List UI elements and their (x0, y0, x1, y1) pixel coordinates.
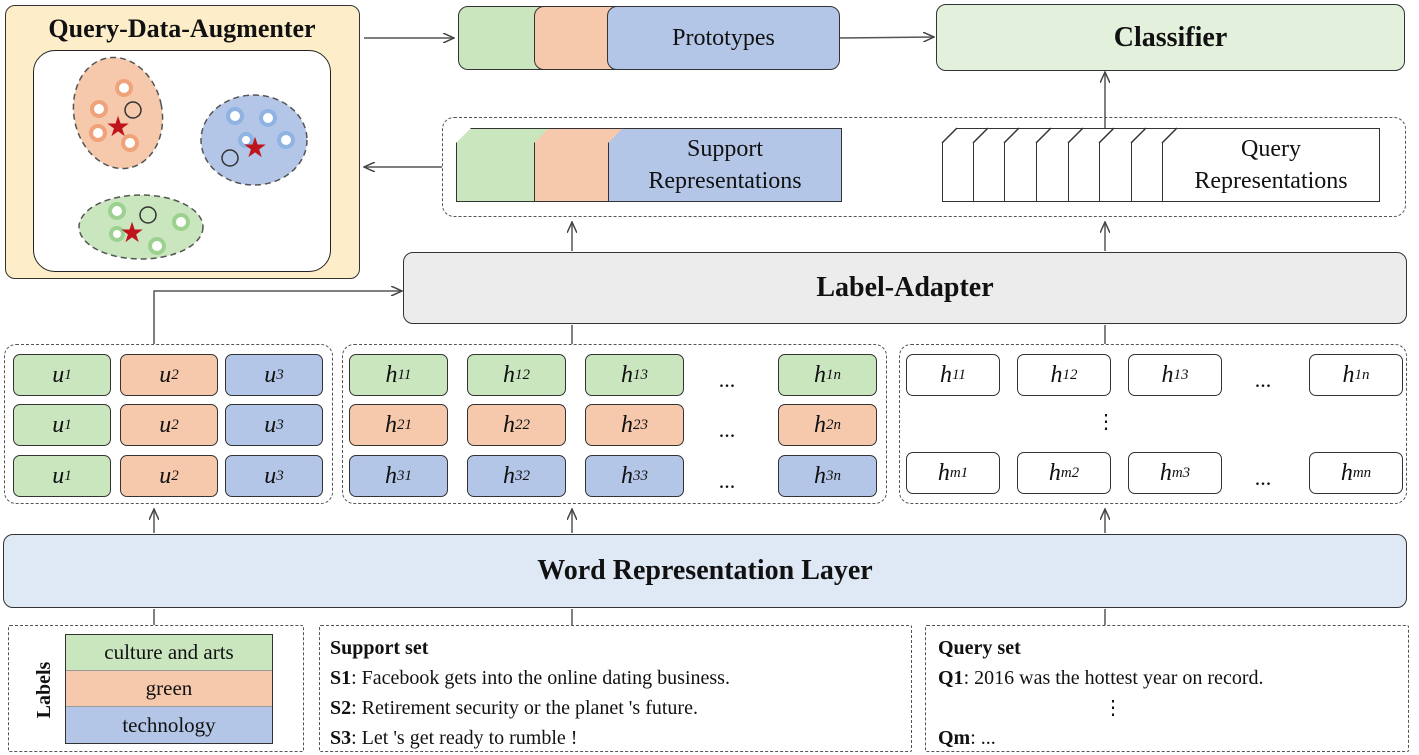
support-repr-line2: Representations (648, 168, 802, 194)
orange-point (89, 124, 107, 142)
query-vdots: ⋮ (1103, 697, 1123, 719)
query-repr-line1: Query (1241, 136, 1301, 162)
query-set-content: Query set Q1: 2016 was the hottest year … (938, 633, 1403, 753)
support-repr-line1: Support (686, 136, 763, 162)
label-embedding-container (4, 344, 333, 504)
label-item-technology: technology (66, 707, 272, 743)
blue-point (277, 131, 295, 149)
query-sentence: Q1: 2016 was the hottest year on record. (938, 667, 1264, 689)
labels-panel (8, 625, 304, 752)
orange-prototype-star: ★ (105, 112, 130, 143)
green-point (172, 213, 190, 231)
arrow-prototypes-to-classifier (839, 37, 934, 38)
h-support-ellipsis: ... (718, 367, 736, 392)
prototype-blue: Prototypes (607, 6, 840, 70)
green-prototype-star: ★ (119, 218, 144, 249)
orange-point (121, 134, 139, 152)
query-repr-line2: Representations (1194, 168, 1348, 194)
green-point (108, 202, 126, 220)
h-support-ellipsis: ... (718, 468, 736, 493)
query-set-title: Query set (938, 637, 1021, 659)
blue-point (226, 107, 244, 125)
label-item-culture: culture and arts (66, 635, 272, 671)
h-query-vdots: ⋮ (1096, 410, 1116, 433)
label-adapter-box: Label-Adapter (403, 252, 1407, 324)
support-set-title: Support set (330, 637, 429, 659)
augmenter-title: Query-Data-Augmenter (48, 14, 316, 43)
word-layer-label: Word Representation Layer (537, 555, 873, 586)
label-item-green: green (66, 671, 272, 707)
arrow-u-to-adapter (153, 291, 402, 344)
orange-point (115, 79, 133, 97)
green-query-point (139, 206, 157, 224)
classifier-label: Classifier (1113, 21, 1228, 53)
support-sentence: S3: Let 's get ready to rumble ! (330, 727, 578, 749)
blue-point (238, 132, 254, 148)
support-sentence: S1: Facebook gets into the online dating… (330, 667, 730, 689)
support-set-content: Support set S1: Facebook gets into the o… (330, 633, 905, 753)
word-representation-layer: Word Representation Layer (3, 534, 1407, 608)
query-set-panel (925, 625, 1409, 752)
query-hidden-container (899, 344, 1407, 504)
orange-query-point (124, 101, 142, 119)
h-query-ellipsis: ... (1254, 367, 1272, 392)
prototypes-block: Prototypes (458, 6, 840, 70)
support-hidden-container (342, 344, 887, 504)
green-point (148, 237, 166, 255)
query-sentence: Qm: ... (938, 727, 996, 749)
green-point (109, 226, 125, 242)
support-set-panel (319, 625, 912, 752)
prototypes-label: Prototypes (672, 24, 775, 51)
query-repr-front: Query Representations (1162, 128, 1380, 202)
labels-list: culture and arts green technology (65, 634, 273, 744)
h-query-ellipsis: ... (1254, 465, 1272, 490)
blue-prototype-star: ★ (242, 133, 267, 164)
support-repr-blue: Support Representations (608, 128, 842, 202)
blue-query-point (221, 149, 239, 167)
support-representations: Support Representations (456, 128, 842, 202)
query-representations: Query Representations (942, 128, 1382, 202)
label-adapter-label: Label-Adapter (816, 272, 994, 303)
blue-point (259, 109, 277, 127)
representations-container (442, 117, 1406, 217)
orange-point (90, 100, 108, 118)
classifier-box: Classifier (936, 4, 1405, 71)
h-support-ellipsis: ... (718, 417, 736, 442)
support-sentence: S2: Retirement security or the planet 's… (330, 697, 698, 719)
